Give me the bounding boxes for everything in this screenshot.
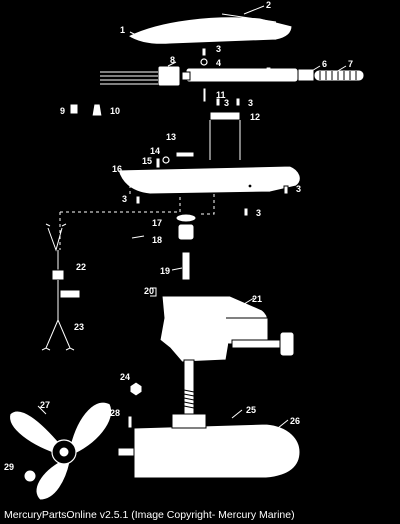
callout-21: 21 (252, 294, 262, 304)
callout-3c: 3 (248, 98, 253, 108)
head-fasteners (155, 151, 195, 169)
callout-18: 18 (152, 235, 162, 245)
callout-3b: 3 (224, 98, 229, 108)
control-head (117, 165, 301, 217)
copyright-footer: MercuryPartsOnline v2.5.1 (Image Copyrig… (4, 509, 295, 521)
callout-4: 4 (216, 58, 221, 68)
callout-3f: 3 (256, 208, 261, 218)
callout-5: 5 (266, 66, 271, 76)
speed-switch (100, 65, 191, 87)
callout-19: 19 (160, 266, 170, 276)
callout-25: 25 (246, 405, 256, 415)
callout-22: 22 (76, 262, 86, 272)
clips (69, 103, 103, 117)
leader-lines (59, 184, 215, 250)
inner-tube (209, 111, 241, 160)
motor-fasteners (127, 381, 143, 429)
callout-20: 20 (144, 286, 154, 296)
callout-16: 16 (112, 164, 122, 174)
callout-27: 27 (40, 400, 50, 410)
callout-15: 15 (142, 156, 152, 166)
mounting-bracket (159, 295, 295, 363)
callout-labels: 1 2 3 4 5 6 7 8 3 11 3 9 10 12 13 14 15 … (4, 0, 353, 472)
top-cover (127, 13, 293, 45)
propeller (9, 401, 113, 501)
shaft-collar (150, 251, 191, 297)
callout-1: 1 (120, 25, 125, 35)
callout-6: 6 (322, 59, 327, 69)
callout-leaders (37, 5, 347, 429)
callout-10: 10 (110, 106, 120, 116)
callout-7: 7 (348, 59, 353, 69)
callout-2: 2 (266, 0, 271, 10)
callout-11: 11 (216, 90, 226, 100)
callout-3e: 3 (296, 184, 301, 194)
battery-leads (41, 223, 81, 351)
callout-3d: 3 (122, 194, 127, 204)
callout-8: 8 (170, 55, 175, 65)
callout-26: 26 (290, 416, 300, 426)
main-shaft (183, 359, 195, 417)
callout-17: 17 (152, 218, 162, 228)
callout-12: 12 (250, 112, 260, 122)
small-fasteners (200, 47, 241, 107)
callout-28: 28 (110, 408, 120, 418)
bushing (175, 213, 197, 241)
trolling-motor (117, 413, 301, 479)
callout-3a: 3 (216, 44, 221, 54)
callout-24: 24 (120, 372, 130, 382)
callout-23: 23 (74, 322, 84, 332)
tiller-handle (185, 67, 365, 83)
exploded-parts-diagram: 1 2 3 4 5 6 7 8 3 11 3 9 10 12 13 14 15 … (4, 0, 365, 501)
callout-29: 29 (4, 462, 14, 472)
callout-14: 14 (150, 146, 160, 156)
callout-13: 13 (166, 132, 176, 142)
callout-9: 9 (60, 106, 65, 116)
